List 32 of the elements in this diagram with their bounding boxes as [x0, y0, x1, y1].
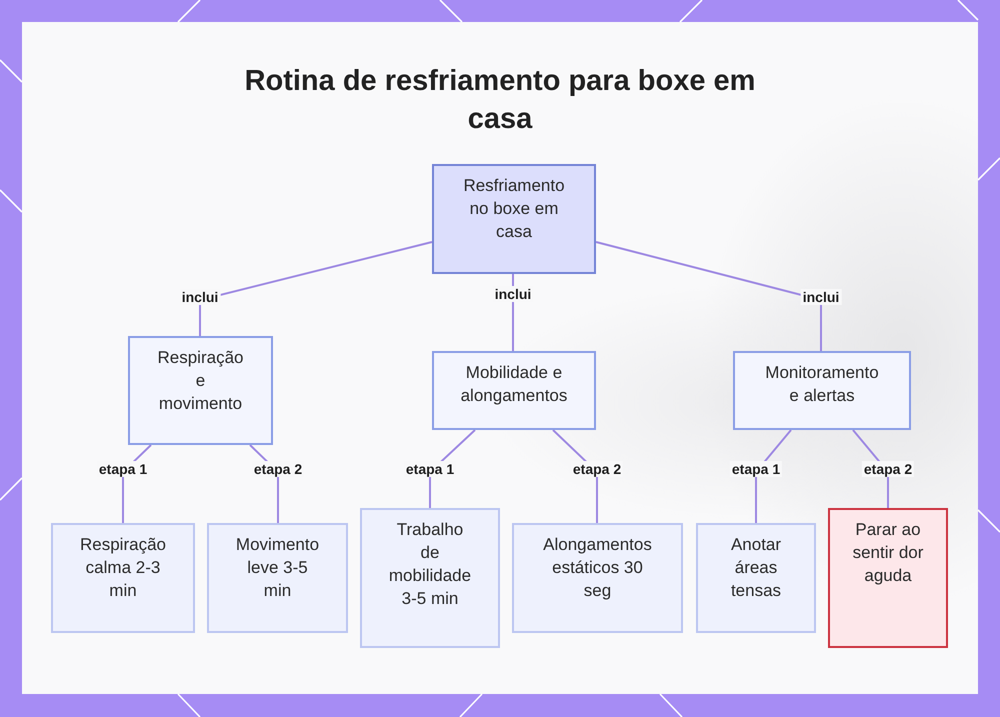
connector-line — [596, 241, 822, 351]
diagram-title: Rotina de resfriamento para boxe em casa — [244, 64, 756, 137]
edge-label: etapa 1 — [404, 461, 456, 477]
process-box — [432, 351, 596, 430]
process-box — [51, 523, 195, 633]
node-text: Alongamentos estáticos 30 seg — [542, 534, 653, 602]
edge-label: etapa 1 — [730, 461, 782, 477]
node-text: Resfriamento no boxe em casa — [462, 175, 566, 243]
process-box — [733, 351, 911, 430]
node-text: Monitoramento e alertas — [764, 362, 880, 407]
process-box — [360, 508, 500, 648]
node-text: Parar ao sentir dor aguda — [852, 519, 924, 587]
edge-label: etapa 1 — [96, 461, 150, 477]
edge-label: inclui — [800, 289, 842, 305]
node-text: Anotar áreas tensas — [730, 534, 782, 602]
node-text: Trabalho de mobilidade 3-5 min — [388, 519, 472, 610]
node-text: Movimento leve 3-5 min — [234, 534, 320, 602]
node-text: Respiração calma 2-3 min — [79, 534, 167, 602]
process-box — [207, 523, 348, 633]
process-box — [696, 523, 816, 633]
process-box — [432, 164, 596, 274]
edge-label: etapa 2 — [570, 461, 624, 477]
process-box — [512, 523, 683, 633]
node-text: Mobilidade e alongamentos — [460, 362, 568, 407]
edge-label: etapa 2 — [252, 461, 304, 477]
warning-box — [828, 508, 948, 648]
edge-label: inclui — [180, 289, 220, 305]
node-text: Respiração e movimento — [156, 347, 244, 415]
edge-label: etapa 2 — [862, 461, 914, 477]
edge-label: inclui — [492, 286, 534, 302]
process-box — [128, 336, 273, 445]
connector-line — [199, 241, 432, 336]
